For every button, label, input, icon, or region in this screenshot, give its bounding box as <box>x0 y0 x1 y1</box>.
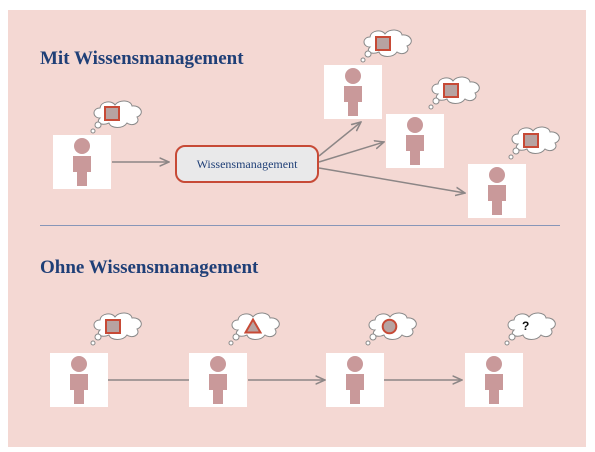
person-card <box>189 353 247 407</box>
square-idea-icon <box>375 36 391 51</box>
square-idea-icon <box>443 83 459 98</box>
arrows-layer <box>108 10 586 447</box>
arrow-wm-to-receiver-2 <box>318 142 384 163</box>
person-icon <box>73 138 91 186</box>
question-mark-icon: ? <box>522 319 530 333</box>
person-card <box>324 65 382 119</box>
heading-with-km: Mit Wissensmanagement <box>40 48 244 69</box>
person-icon <box>406 117 424 165</box>
person-card <box>468 164 526 218</box>
person-card <box>326 353 384 407</box>
heading-without-km: Ohne Wissensmanagement <box>40 257 259 278</box>
square-idea-icon <box>105 319 121 334</box>
section-divider <box>40 225 560 226</box>
person-icon <box>344 68 362 116</box>
knowledge-management-box: Wissensmanagement <box>175 145 319 183</box>
person-card <box>50 353 108 407</box>
person-icon <box>70 356 88 404</box>
triangle-idea-icon <box>244 318 262 334</box>
arrow-wm-to-receiver-3 <box>318 167 465 193</box>
person-icon <box>488 167 506 215</box>
person-icon <box>346 356 364 404</box>
person-card <box>465 353 523 407</box>
slide: Mit Wissensmanagement Wissensmanagement <box>8 10 586 447</box>
person-icon <box>485 356 503 404</box>
arrow-wm-to-receiver-1 <box>318 122 361 157</box>
square-idea-icon <box>104 106 120 121</box>
thought-cloud <box>504 312 556 346</box>
square-idea-icon <box>523 133 539 148</box>
person-card <box>53 135 111 189</box>
circle-idea-icon <box>381 318 398 335</box>
person-icon <box>209 356 227 404</box>
person-card <box>386 114 444 168</box>
